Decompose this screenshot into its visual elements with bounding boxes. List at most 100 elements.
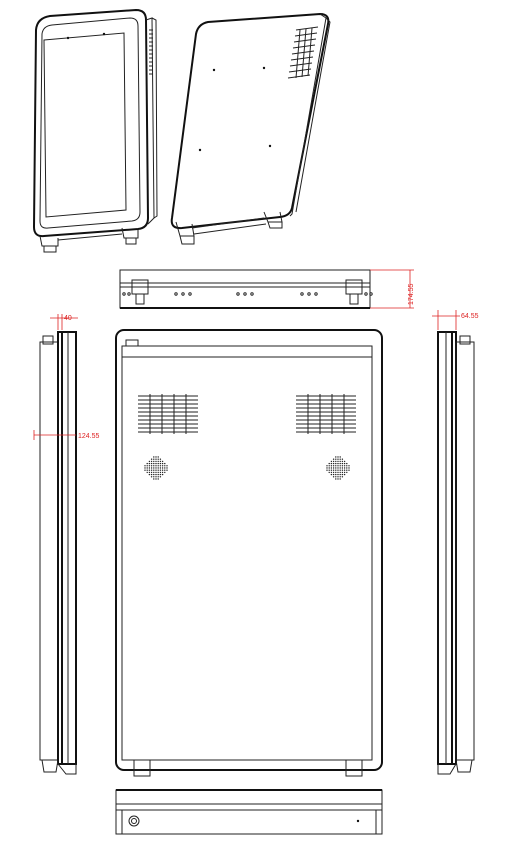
speaker-hole — [157, 462, 159, 465]
speaker-hole — [157, 465, 159, 467]
dimension-side-depth: 124.55 — [33, 430, 100, 440]
isometric-front-view — [32, 8, 158, 253]
speaker-hole — [150, 471, 153, 474]
speaker-hole — [343, 460, 346, 463]
speaker-grille-right — [326, 456, 350, 480]
speaker-hole — [153, 467, 155, 469]
speaker-hole — [328, 471, 330, 474]
speaker-hole — [337, 460, 339, 463]
speaker-hole — [155, 478, 157, 480]
speaker-hole — [150, 467, 153, 469]
speaker-hole — [330, 460, 333, 463]
speaker-hole — [157, 469, 159, 471]
speaker-hole — [332, 467, 335, 469]
speaker-hole — [153, 465, 155, 467]
speaker-hole — [337, 456, 339, 458]
speaker-hole — [159, 460, 162, 463]
speaker-hole — [339, 478, 341, 480]
speaker-hole — [328, 465, 330, 467]
speaker-hole — [337, 462, 339, 465]
speaker-hole — [339, 467, 341, 469]
top-view-holes — [122, 292, 373, 296]
speaker-hole — [337, 473, 339, 476]
speaker-hole — [161, 471, 164, 474]
speaker-hole — [150, 458, 153, 460]
speaker-hole — [148, 460, 151, 463]
speaker-hole — [148, 465, 151, 467]
speaker-hole — [346, 469, 348, 471]
speaker-hole — [343, 467, 346, 469]
speaker-hole — [166, 465, 168, 467]
isometric-rear-view — [170, 12, 331, 245]
dimension-top-height: 174.55 — [370, 269, 415, 309]
speaker-hole — [159, 471, 162, 474]
speaker-hole — [155, 469, 157, 471]
vent-grille-left — [138, 394, 198, 434]
dimension-front-depth: 40 — [50, 314, 78, 330]
speaker-hole — [148, 473, 151, 476]
speaker-hole — [161, 469, 164, 471]
speaker-hole — [332, 476, 335, 478]
speaker-hole — [146, 465, 148, 467]
speaker-hole — [157, 460, 159, 463]
speaker-hole — [164, 467, 166, 469]
speaker-hole — [164, 471, 166, 474]
speaker-hole — [155, 465, 157, 467]
speaker-hole — [155, 460, 157, 463]
speaker-hole — [161, 473, 164, 476]
speaker-hole — [332, 469, 335, 471]
speaker-hole — [148, 467, 151, 469]
speaker-hole — [343, 462, 346, 465]
dimension-right-depth-text: 64.55 — [461, 313, 479, 320]
speaker-hole — [146, 469, 148, 471]
speaker-hole — [153, 478, 155, 480]
speaker-hole — [328, 469, 330, 471]
speaker-hole — [157, 471, 159, 474]
speaker-hole — [146, 462, 148, 465]
speaker-hole — [148, 471, 151, 474]
speaker-hole — [341, 462, 344, 465]
speaker-hole — [337, 465, 339, 467]
speaker-hole — [335, 471, 337, 474]
speaker-hole — [155, 467, 157, 469]
speaker-hole — [159, 469, 162, 471]
speaker-hole — [155, 456, 157, 458]
speaker-hole — [144, 467, 146, 469]
speaker-hole — [348, 467, 350, 469]
speaker-hole — [335, 462, 337, 465]
speaker-hole — [157, 473, 159, 476]
speaker-hole — [346, 462, 348, 465]
speaker-hole — [332, 471, 335, 474]
speaker-hole — [155, 473, 157, 476]
speaker-hole — [346, 465, 348, 467]
speaker-hole — [166, 469, 168, 471]
speaker-hole — [330, 465, 333, 467]
speaker-hole — [150, 473, 153, 476]
speaker-hole — [330, 469, 333, 471]
speaker-hole — [146, 467, 148, 469]
speaker-hole — [335, 478, 337, 480]
speaker-hole — [148, 469, 151, 471]
speaker-hole — [159, 473, 162, 476]
speaker-hole — [161, 460, 164, 463]
rear-base-bracket — [175, 211, 283, 245]
speaker-hole — [343, 465, 346, 467]
speaker-hole — [153, 476, 155, 478]
speaker-hole — [332, 473, 335, 476]
speaker-hole — [341, 469, 344, 471]
speaker-hole — [326, 465, 328, 467]
speaker-hole — [153, 462, 155, 465]
front-feet — [39, 227, 139, 253]
speaker-hole — [346, 467, 348, 469]
speaker-hole — [337, 458, 339, 460]
speaker-hole — [144, 465, 146, 467]
speaker-hole — [339, 473, 341, 476]
dimension-top-height-text: 174.55 — [408, 283, 415, 305]
bottom-view — [115, 789, 383, 835]
speaker-hole — [337, 476, 339, 478]
speaker-hole — [335, 467, 337, 469]
speaker-hole — [339, 462, 341, 465]
speaker-hole — [343, 471, 346, 474]
speaker-hole — [159, 465, 162, 467]
